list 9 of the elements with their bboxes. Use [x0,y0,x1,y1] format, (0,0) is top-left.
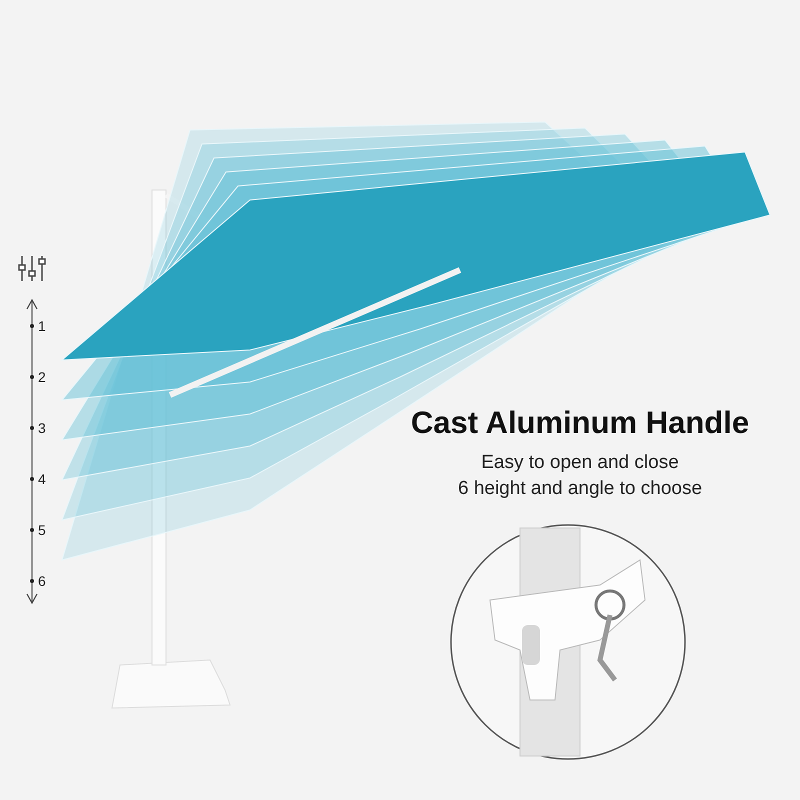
height-level-number: 3 [38,420,46,436]
height-level-number: 2 [38,369,46,385]
feature-text: Easy to open and close [480,452,680,474]
height-level-number: 1 [38,318,46,334]
feature-text: 6 height and angle to choose [456,478,704,500]
height-level-number: 5 [38,522,46,538]
heading: Cast Aluminum Handle [410,405,750,441]
height-level-number: 4 [38,471,46,487]
height-level-number: 6 [38,573,46,589]
